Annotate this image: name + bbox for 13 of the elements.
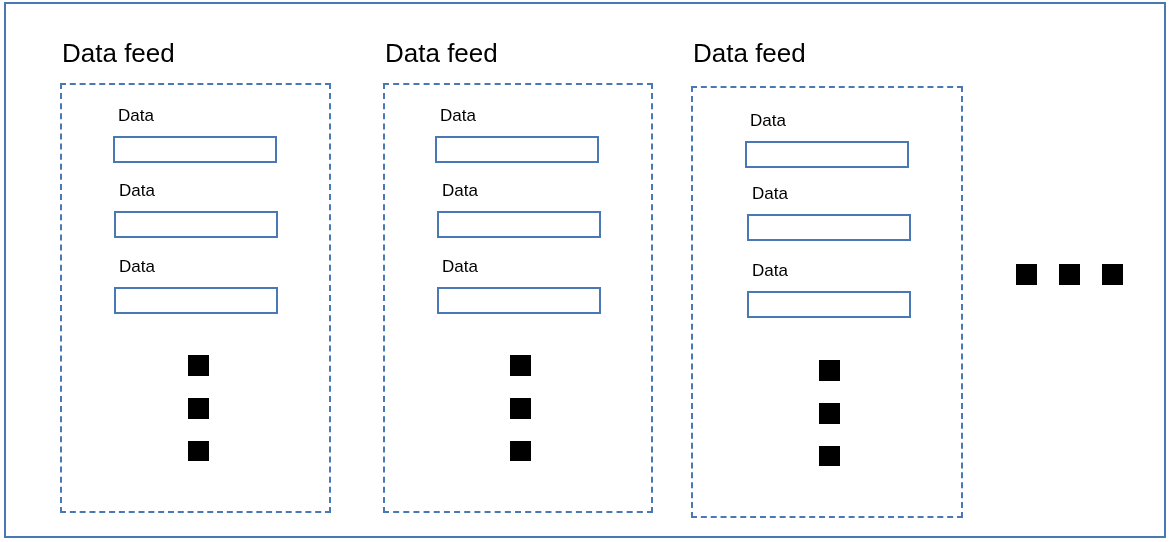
field-label: Data xyxy=(750,110,786,132)
field-label: Data xyxy=(119,256,155,278)
frame xyxy=(4,2,1166,538)
field-label: Data xyxy=(442,180,478,202)
field-label: Data xyxy=(442,256,478,278)
field-label: Data xyxy=(752,183,788,205)
field-label: Data xyxy=(752,260,788,282)
field-label: Data xyxy=(118,105,154,127)
field-label: Data xyxy=(119,180,155,202)
panel-heading: Data feed xyxy=(693,37,806,70)
panel-heading: Data feed xyxy=(385,37,498,70)
field-label: Data xyxy=(440,105,476,127)
panel-heading: Data feed xyxy=(62,37,175,70)
